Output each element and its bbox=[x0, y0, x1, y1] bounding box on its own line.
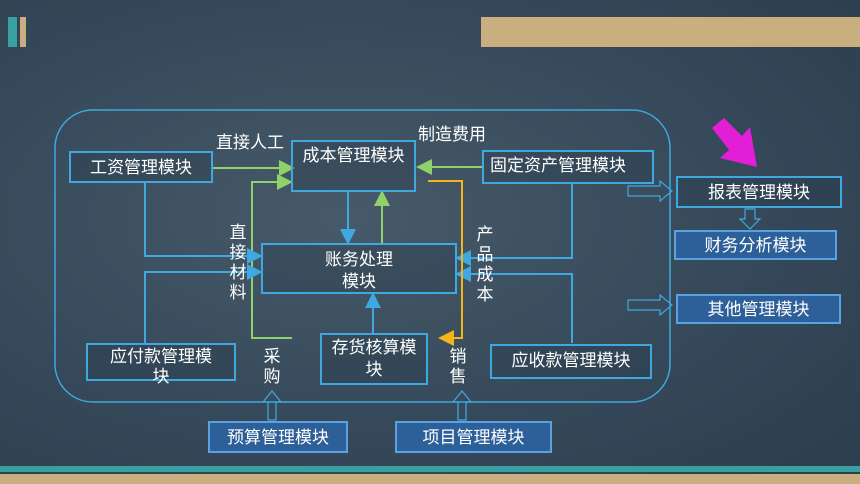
salary-module: 工资管理模块 bbox=[69, 151, 213, 183]
top-right-accent-bar bbox=[481, 17, 860, 47]
budget-module: 预算管理模块 bbox=[208, 421, 348, 453]
bottom-tan-strip bbox=[0, 474, 860, 484]
top-left-teal-bar bbox=[8, 17, 17, 47]
system-boundary bbox=[54, 109, 671, 403]
hollow-arrow-report bbox=[627, 179, 673, 203]
sales-label: 销售 bbox=[449, 347, 467, 387]
hollow-arrow-down bbox=[738, 208, 762, 230]
purchase-label: 采购 bbox=[263, 347, 281, 387]
fixed-to-accounting-line bbox=[455, 184, 573, 266]
inventory-module: 存货核算模块 bbox=[320, 333, 428, 385]
hollow-arrow-other bbox=[627, 293, 673, 317]
fixed-assets-module: 固定资产管理模块 bbox=[482, 150, 654, 184]
receivable-module: 应收款管理模块 bbox=[490, 344, 652, 379]
hollow-arrow-up-budget bbox=[261, 390, 283, 421]
product-cost-line bbox=[428, 180, 463, 346]
direct-material-label: 直接材料 bbox=[229, 223, 247, 303]
direct-labor-label: 直接人工 bbox=[216, 133, 284, 153]
payable-to-accounting-line bbox=[144, 264, 263, 343]
salary-to-accounting-line bbox=[144, 182, 263, 264]
cost-module: 成本管理模块 bbox=[291, 140, 416, 192]
magenta-pointer-arrow bbox=[712, 118, 757, 167]
accounting-module: 账务处理模块 bbox=[261, 243, 457, 294]
report-module: 报表管理模块 bbox=[676, 176, 842, 208]
receivable-to-accounting-line bbox=[455, 266, 573, 343]
other-management-module: 其他管理模块 bbox=[676, 294, 841, 324]
payable-module: 应付款管理模块 bbox=[86, 343, 236, 387]
top-left-tan-bar bbox=[20, 17, 26, 47]
bottom-teal-strip bbox=[0, 466, 860, 472]
manufacturing-cost-label: 制造费用 bbox=[418, 125, 486, 145]
project-module: 项目管理模块 bbox=[395, 421, 552, 453]
financial-analysis-module: 财务分析模块 bbox=[674, 230, 837, 260]
product-cost-label: 产品成本 bbox=[476, 225, 494, 305]
hollow-arrow-up-project bbox=[451, 390, 473, 421]
